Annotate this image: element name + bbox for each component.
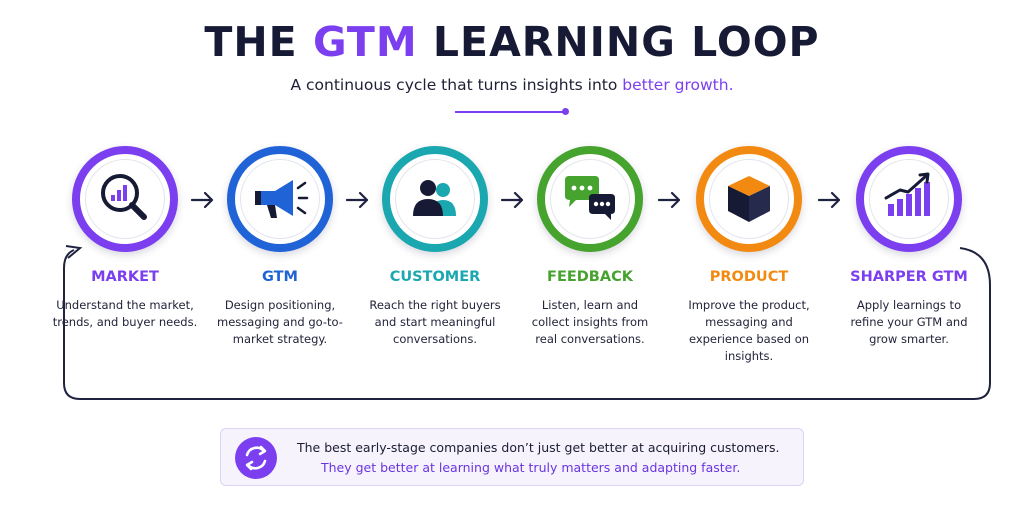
step-circle-gtm [227, 146, 333, 252]
subtitle-prefix: A continuous cycle that turns insights i… [290, 76, 623, 94]
step-desc-customer: Reach the right buyers and start meaning… [369, 298, 501, 346]
step-desc-product: Improve the product, messaging and exper… [688, 298, 810, 363]
chat-bubbles-icon [565, 176, 615, 220]
title-divider [455, 111, 565, 113]
callout-text-line2: They get better at learning what truly m… [321, 460, 741, 475]
step-circle-product [696, 146, 802, 252]
refresh-cycle-icon [235, 437, 277, 479]
step-circle-customer [382, 146, 488, 252]
step-label-product: PRODUCT [709, 269, 789, 285]
arrow-right-icon [657, 191, 681, 209]
megaphone-icon [255, 180, 309, 218]
page-subtitle: A continuous cycle that turns insights i… [0, 76, 1024, 94]
arrow-right-icon [190, 191, 214, 209]
step-desc-sharper-gtm: Apply learnings to refine your GTM and g… [850, 298, 968, 346]
loop-arrowhead-icon [65, 245, 83, 259]
title-accent: GTM [312, 18, 418, 66]
step-label-sharper-gtm: SHARPER GTM [850, 269, 968, 285]
step-desc-feedback: Listen, learn and collect insights from … [531, 298, 649, 346]
step-label-feedback: FEEDBACK [547, 269, 633, 285]
arrow-right-icon [500, 191, 524, 209]
step-circle-sharper-gtm [856, 146, 962, 252]
magnifier-chart-icon [101, 174, 147, 220]
arrow-right-icon [345, 191, 369, 209]
step-circle-feedback [537, 146, 643, 252]
title-divider-dot [562, 108, 569, 115]
callout-box: The best early-stage companies don’t jus… [220, 428, 804, 486]
step-desc-gtm: Design positioning, messaging and go-to-… [217, 298, 343, 346]
title-prefix: THE [204, 18, 313, 66]
step-desc-market: Understand the market, trends, and buyer… [52, 298, 198, 329]
step-label-market: MARKET [91, 269, 159, 285]
arrow-right-icon [817, 191, 841, 209]
title-suffix: LEARNING LOOP [417, 18, 820, 66]
subtitle-accent: better growth. [622, 76, 734, 94]
page-title: THE GTM LEARNING LOOP [0, 18, 1024, 66]
people-icon [413, 180, 456, 216]
box-icon [728, 176, 770, 222]
step-label-customer: CUSTOMER [389, 269, 481, 285]
growth-chart-icon [884, 172, 930, 216]
step-circle-market [72, 146, 178, 252]
callout-text-line1: The best early-stage companies don’t jus… [297, 440, 780, 455]
step-label-gtm: GTM [262, 269, 298, 285]
